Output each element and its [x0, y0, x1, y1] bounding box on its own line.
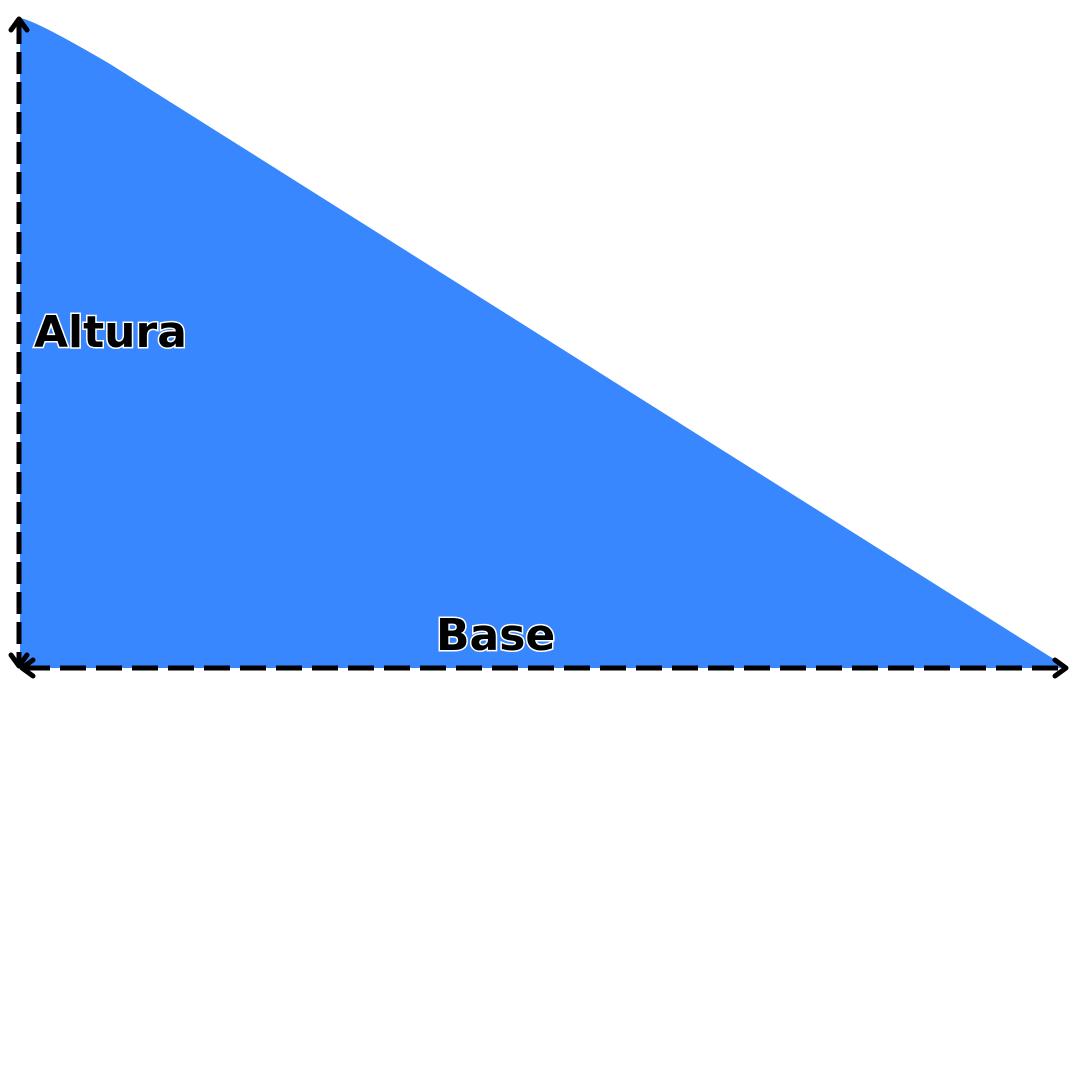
base-dimension	[19, 657, 1069, 679]
base-arrow-right-icon	[1052, 657, 1069, 679]
height-label: Altura	[34, 307, 187, 358]
base-label: Base	[436, 610, 555, 661]
height-dimension	[8, 16, 30, 669]
height-arrow-bottom-icon	[8, 652, 30, 669]
height-arrow-top-icon	[8, 16, 30, 33]
right-triangle-shape	[20, 18, 1068, 668]
base-arrow-left-icon	[19, 657, 36, 679]
